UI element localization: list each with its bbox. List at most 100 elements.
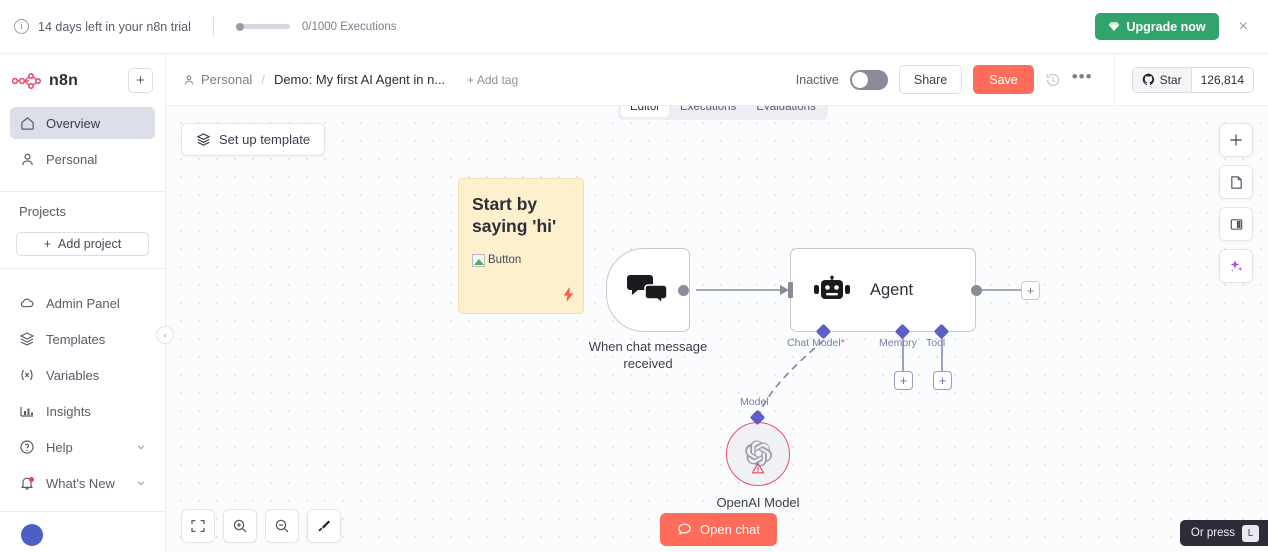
agent-label: Agent bbox=[870, 280, 914, 299]
breadcrumb-separator: / bbox=[261, 72, 265, 87]
trial-info-group: i 14 days left in your n8n trial 0/1000 … bbox=[14, 16, 397, 37]
save-button[interactable]: Save bbox=[973, 65, 1034, 94]
workflow-canvas[interactable]: Editor Executions Evaluations Set up tem… bbox=[166, 106, 1268, 552]
executions-count: 0/1000 Executions bbox=[301, 20, 397, 33]
openai-icon bbox=[745, 440, 772, 467]
node-when-chat-message-received[interactable] bbox=[606, 248, 690, 332]
more-options-button[interactable]: ••• bbox=[1071, 67, 1093, 86]
open-chat-button[interactable]: Open chat bbox=[660, 513, 777, 546]
plus-icon: + bbox=[43, 237, 52, 251]
person-icon-small bbox=[185, 74, 193, 84]
sticky-note-icon[interactable] bbox=[1219, 165, 1253, 199]
header-divider bbox=[1113, 53, 1115, 106]
upgrade-label: Upgrade now bbox=[1126, 19, 1206, 34]
caption-line-1: When chat message bbox=[588, 339, 708, 354]
ai-sparkle-icon[interactable] bbox=[1219, 249, 1253, 283]
node-openai-model[interactable] bbox=[726, 422, 790, 486]
activate-workflow-toggle[interactable] bbox=[849, 69, 888, 90]
close-icon[interactable]: × bbox=[1238, 17, 1248, 35]
sidebar-collapse-button[interactable]: ‹ bbox=[156, 326, 174, 344]
set-up-template-label: Set up template bbox=[219, 132, 311, 147]
breadcrumb: Personal / Demo: My first AI Agent in n.… bbox=[183, 72, 518, 87]
sidebar-item-label: Personal bbox=[46, 151, 98, 167]
sidebar-item-templates[interactable]: Templates bbox=[10, 323, 155, 355]
agent-input-port[interactable] bbox=[781, 282, 793, 303]
notification-dot bbox=[29, 476, 34, 482]
fit-view-icon[interactable] bbox=[181, 509, 215, 543]
add-node-after-agent-button[interactable]: + bbox=[1021, 281, 1040, 300]
star-count: 126,814 bbox=[1190, 67, 1253, 92]
brand[interactable]: n8n bbox=[12, 72, 78, 90]
star-label: Star bbox=[1159, 72, 1182, 87]
node-agent[interactable]: Agent bbox=[790, 248, 976, 332]
tab-evaluations[interactable]: Evaluations bbox=[756, 106, 816, 113]
github-star-widget[interactable]: Star 126,814 bbox=[1131, 66, 1254, 93]
trial-banner: i 14 days left in your n8n trial 0/1000 … bbox=[0, 0, 1268, 54]
keyboard-shortcut-tooltip: Or press L bbox=[1179, 520, 1268, 546]
cloud-icon bbox=[19, 295, 35, 311]
n8n-logo-icon bbox=[12, 72, 41, 89]
progress-thumb bbox=[235, 22, 244, 31]
sidebar-item-admin-panel[interactable]: Admin Panel bbox=[10, 287, 155, 319]
trigger-output-port[interactable] bbox=[678, 285, 689, 296]
share-button[interactable]: Share bbox=[898, 65, 963, 94]
sidebar-item-label: Overview bbox=[46, 115, 101, 131]
agent-output-port[interactable] bbox=[971, 285, 982, 296]
chat-icon bbox=[678, 523, 691, 535]
bell-icon bbox=[19, 475, 35, 491]
sidebar-item-variables[interactable]: Variables bbox=[10, 359, 155, 391]
panel-icon[interactable] bbox=[1219, 207, 1253, 241]
workflow-header: Personal / Demo: My first AI Agent in n.… bbox=[166, 53, 1268, 106]
sticky-note-title: Start by saying 'hi' bbox=[472, 194, 557, 237]
header-actions: Inactive Share Save ••• Star 126,814 bbox=[796, 53, 1254, 106]
banner-divider bbox=[212, 16, 214, 37]
tab-editor[interactable]: Editor bbox=[621, 106, 670, 117]
zoom-in-icon[interactable] bbox=[223, 509, 257, 543]
canvas-right-toolbar bbox=[1219, 123, 1253, 283]
github-icon bbox=[1142, 73, 1154, 86]
home-icon bbox=[19, 115, 35, 131]
reset-zoom-icon[interactable] bbox=[307, 509, 341, 543]
breadcrumb-project[interactable]: Personal bbox=[183, 72, 252, 87]
keyboard-tip-text: Or press bbox=[1190, 527, 1235, 539]
zoom-out-icon[interactable] bbox=[265, 509, 299, 543]
chat-bubbles-icon bbox=[627, 275, 668, 305]
sidebar-item-whats-new[interactable]: What's New bbox=[10, 467, 155, 499]
lightning-bolt-icon bbox=[562, 287, 575, 305]
insights-icon bbox=[19, 403, 35, 419]
node-caption-trigger: When chat message received bbox=[574, 338, 722, 372]
trial-text: 14 days left in your n8n trial bbox=[38, 19, 191, 34]
help-icon bbox=[19, 439, 35, 455]
create-workflow-button[interactable]: + bbox=[128, 68, 153, 93]
add-memory-button[interactable]: + bbox=[894, 371, 913, 390]
plus-icon[interactable] bbox=[1219, 123, 1253, 157]
edge-arrow bbox=[780, 285, 789, 295]
node-caption-openai: OpenAI Model bbox=[716, 495, 800, 510]
github-star-button[interactable]: Star bbox=[1132, 67, 1191, 92]
upgrade-now-button[interactable]: Upgrade now bbox=[1095, 13, 1219, 40]
workflow-name[interactable]: Demo: My first AI Agent in n... bbox=[273, 72, 446, 87]
history-icon[interactable] bbox=[1045, 72, 1061, 88]
set-up-template-button[interactable]: Set up template bbox=[181, 123, 326, 156]
sidebar-item-overview[interactable]: Overview bbox=[10, 107, 155, 139]
sidebar-divider-3 bbox=[0, 511, 165, 513]
add-project-button[interactable]: + Add project bbox=[16, 231, 149, 257]
tab-executions[interactable]: Executions bbox=[680, 106, 737, 113]
avatar[interactable] bbox=[21, 524, 43, 547]
required-marker: * bbox=[840, 337, 845, 349]
sticky-note[interactable]: Start by saying 'hi' Button bbox=[458, 178, 584, 314]
sidebar-item-personal[interactable]: Personal bbox=[10, 143, 155, 175]
sidebar-item-label: Variables bbox=[46, 367, 100, 383]
sidebar-item-insights[interactable]: Insights bbox=[10, 395, 155, 427]
warning-icon bbox=[751, 462, 765, 480]
add-tag-button[interactable]: + Add tag bbox=[467, 72, 519, 87]
sidebar-item-help[interactable]: Help bbox=[10, 431, 155, 463]
variables-icon bbox=[19, 367, 35, 383]
add-tool-button[interactable]: + bbox=[933, 371, 952, 390]
executions-progress-group: 0/1000 Executions bbox=[235, 20, 397, 33]
open-chat-label: Open chat bbox=[700, 522, 760, 537]
broken-image-icon bbox=[472, 253, 485, 267]
chat-model-label: Chat Model* bbox=[787, 337, 845, 349]
add-project-label: Add project bbox=[58, 237, 122, 251]
